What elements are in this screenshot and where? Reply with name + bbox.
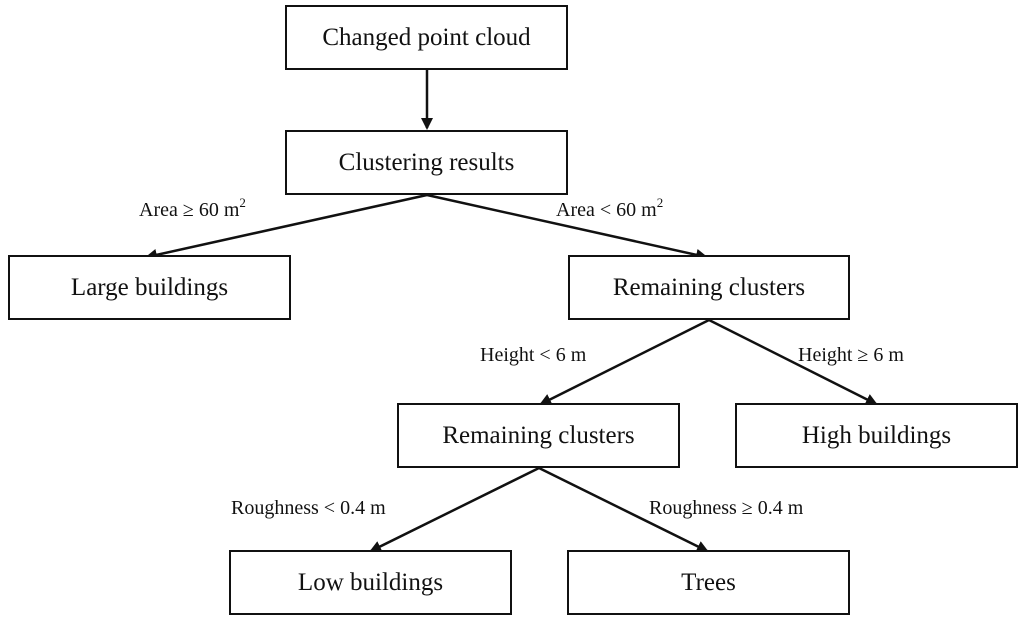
node-large-buildings: Large buildings [8, 255, 291, 320]
edge-clustering-to-large [145, 193, 428, 261]
node-changed-point-cloud: Changed point cloud [285, 5, 568, 70]
node-remaining-clusters-2: Remaining clusters [397, 403, 680, 468]
node-label: Large buildings [70, 273, 229, 301]
edge-label-height-lt: Height < 6 m [480, 344, 587, 366]
edge-remaining-to-remaining [539, 318, 710, 406]
edge-remaining-to-trees [538, 466, 709, 553]
edge-remaining-to-low [369, 466, 540, 553]
node-label: Clustering results [338, 148, 515, 176]
edge-clustering-to-remaining [426, 193, 708, 261]
node-label: Low buildings [297, 568, 444, 596]
edge-label-height-ge: Height ≥ 6 m [798, 344, 904, 366]
node-label: Remaining clusters [612, 273, 806, 301]
edge-remaining-to-high [708, 318, 878, 406]
edge-label-superscript: 2 [239, 195, 246, 210]
edge-label-area-ge: Area ≥ 60 m2 [139, 195, 246, 222]
edge-label-roughness-lt: Roughness < 0.4 m [231, 497, 386, 519]
node-clustering-results: Clustering results [285, 130, 568, 195]
node-label: Trees [681, 568, 736, 596]
node-label: Remaining clusters [442, 421, 635, 449]
edge-label-text: Area < 60 m [556, 199, 657, 221]
edge-label-superscript: 2 [656, 195, 664, 210]
edge-label-roughness-ge: Roughness ≥ 0.4 m [649, 497, 804, 519]
node-remaining-clusters-1: Remaining clusters [568, 255, 850, 320]
node-high-buildings: High buildings [735, 403, 1018, 468]
edge-label-text: Area ≥ 60 m [139, 199, 240, 221]
node-label: Changed point cloud [322, 23, 531, 51]
node-label: High buildings [801, 421, 952, 449]
edge-label-area-lt: Area < 60 m2 [556, 195, 664, 222]
node-low-buildings: Low buildings [229, 550, 512, 615]
node-trees: Trees [567, 550, 850, 615]
